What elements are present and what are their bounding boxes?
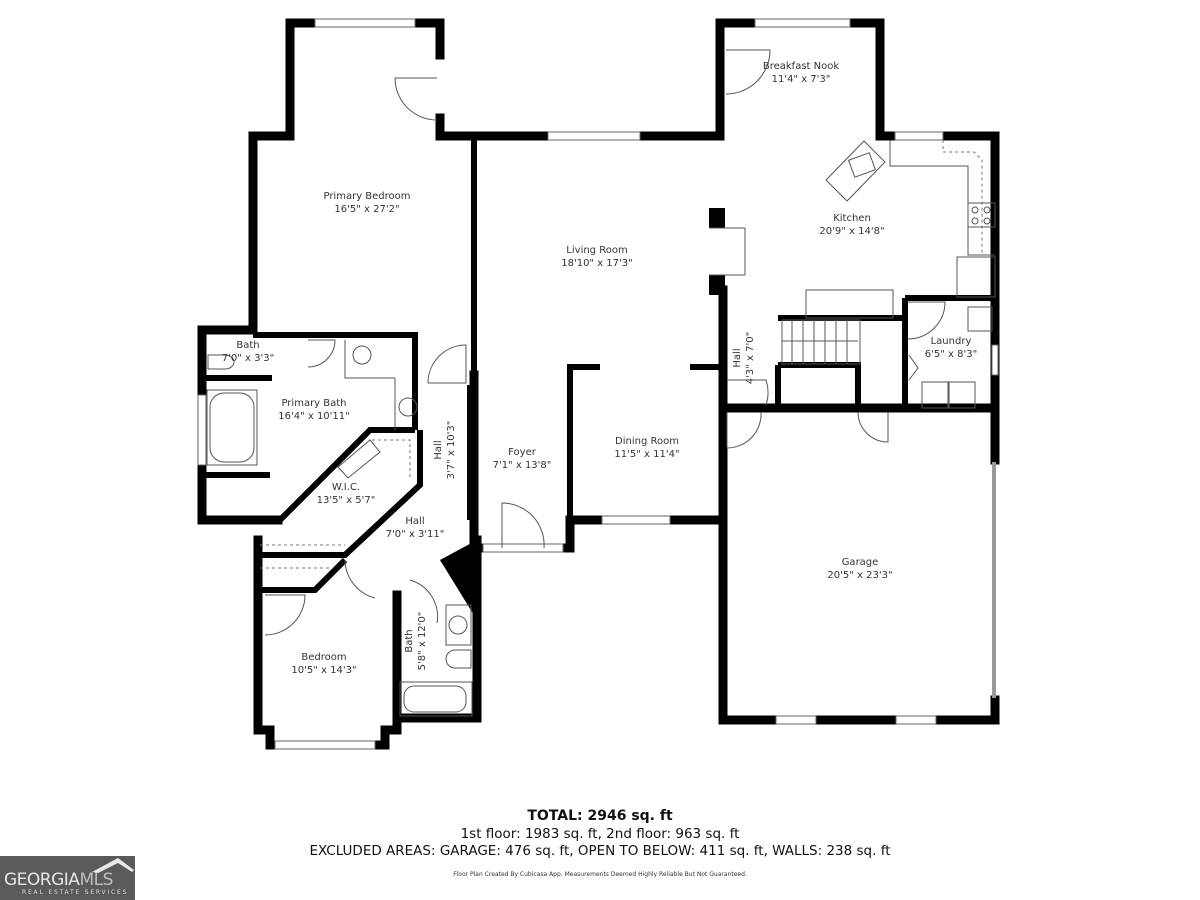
- room-dimensions: 7'0" x 3'11": [386, 529, 445, 540]
- room-dimensions: 20'9" x 14'8": [819, 226, 884, 237]
- stairs: [781, 319, 861, 365]
- room-living-room: Living Room 18'10" x 17'3": [561, 245, 633, 269]
- room-name: Hall: [405, 516, 424, 527]
- room-primary-bedroom: Primary Bedroom 16'5" x 27'2": [323, 191, 410, 215]
- doors: [264, 49, 946, 636]
- disclaimer: Floor Plan Created By Cubicasa App. Meas…: [453, 871, 747, 878]
- logo-wordmark: GEORGIAMLS: [4, 870, 113, 890]
- room-dimensions: 11'4" x 7'3": [772, 74, 831, 85]
- logo-primary: GEORGIA: [4, 870, 80, 890]
- room-dimensions: 16'5" x 27'2": [334, 204, 399, 215]
- room-dimensions: 11'5" x 11'4": [614, 449, 679, 460]
- kitchen-island: [825, 140, 886, 202]
- room-dimensions: 7'1" x 13'8": [493, 460, 552, 471]
- total-area: TOTAL: 2946 sq. ft: [527, 808, 673, 824]
- excluded-areas: EXCLUDED AREAS: GARAGE: 476 sq. ft, OPEN…: [309, 843, 891, 859]
- stove: [967, 202, 996, 228]
- floor-areas: 1st floor: 1983 sq. ft, 2nd floor: 963 s…: [460, 826, 740, 842]
- fixtures: [206, 140, 996, 717]
- room-wic: W.I.C. 13'5" x 5'7": [317, 482, 376, 506]
- walls: [197, 18, 1000, 750]
- room-name: Bath: [404, 629, 415, 652]
- windows: [197, 18, 999, 750]
- room-kitchen: Kitchen 20'9" x 14'8": [819, 213, 884, 237]
- georgia-mls-logo: GEORGIAMLS REAL ESTATE SERVICES: [0, 856, 135, 900]
- room-breakfast-nook: Breakfast Nook 11'4" x 7'3": [763, 61, 839, 85]
- room-name: Living Room: [566, 245, 627, 256]
- room-dining-room: Dining Room 11'5" x 11'4": [614, 436, 679, 460]
- room-name: Kitchen: [833, 213, 871, 224]
- room-dimensions: 18'10" x 17'3": [561, 258, 633, 269]
- room-dimensions: 5'8" x 12'0": [417, 612, 428, 671]
- room-name: Hall: [433, 440, 444, 459]
- room-bedroom: Bedroom 10'5" x 14'3": [291, 652, 356, 676]
- fireplace-block-top: [709, 208, 725, 228]
- room-name: Primary Bath: [281, 398, 346, 409]
- room-dimensions: 4'3" x 7'0": [745, 332, 756, 384]
- room-name: Breakfast Nook: [763, 61, 839, 72]
- room-dimensions: 3'7" x 10'3": [446, 421, 457, 480]
- room-dimensions: 16'4" x 10'11": [278, 411, 350, 422]
- room-name: Garage: [842, 557, 879, 568]
- kitchen-sink: [847, 152, 877, 178]
- room-hall-east: Hall 4'3" x 7'0": [732, 332, 756, 384]
- room-dimensions: 20'5" x 23'3": [827, 570, 892, 581]
- room-hall-diagonal: Hall 7'0" x 3'11": [386, 516, 445, 540]
- room-bath-hall: Bath 5'8" x 12'0": [404, 612, 428, 671]
- room-name: Primary Bedroom: [323, 191, 410, 202]
- room-name: Hall: [732, 348, 743, 367]
- room-name: Dining Room: [615, 436, 679, 447]
- room-dimensions: 7'0" x 3'3": [222, 353, 274, 364]
- garage-door: [992, 462, 996, 698]
- room-name: W.I.C.: [332, 482, 360, 493]
- room-dimensions: 6'5" x 8'3": [925, 349, 977, 360]
- logo-secondary: MLS: [79, 870, 113, 890]
- room-bath-small: Bath 7'0" x 3'3": [222, 340, 274, 364]
- room-garage: Garage 20'5" x 23'3": [827, 557, 892, 581]
- room-labels: Primary Bedroom 16'5" x 27'2" Living Roo…: [222, 61, 977, 676]
- roof-icon: [92, 858, 134, 873]
- logo-tagline: REAL ESTATE SERVICES: [22, 889, 129, 896]
- room-laundry: Laundry 6'5" x 8'3": [925, 336, 977, 360]
- room-name: Bedroom: [301, 652, 346, 663]
- room-foyer: Foyer 7'1" x 13'8": [493, 447, 552, 471]
- room-name: Foyer: [508, 447, 537, 458]
- room-primary-bath: Primary Bath 16'4" x 10'11": [278, 398, 350, 422]
- room-dimensions: 13'5" x 5'7": [317, 495, 376, 506]
- room-name: Bath: [236, 340, 259, 351]
- room-name: Laundry: [931, 336, 972, 347]
- wall-corner-fill: [440, 540, 477, 620]
- room-dimensions: 10'5" x 14'3": [291, 665, 356, 676]
- room-hall-vertical: Hall 3'7" x 10'3": [433, 421, 457, 480]
